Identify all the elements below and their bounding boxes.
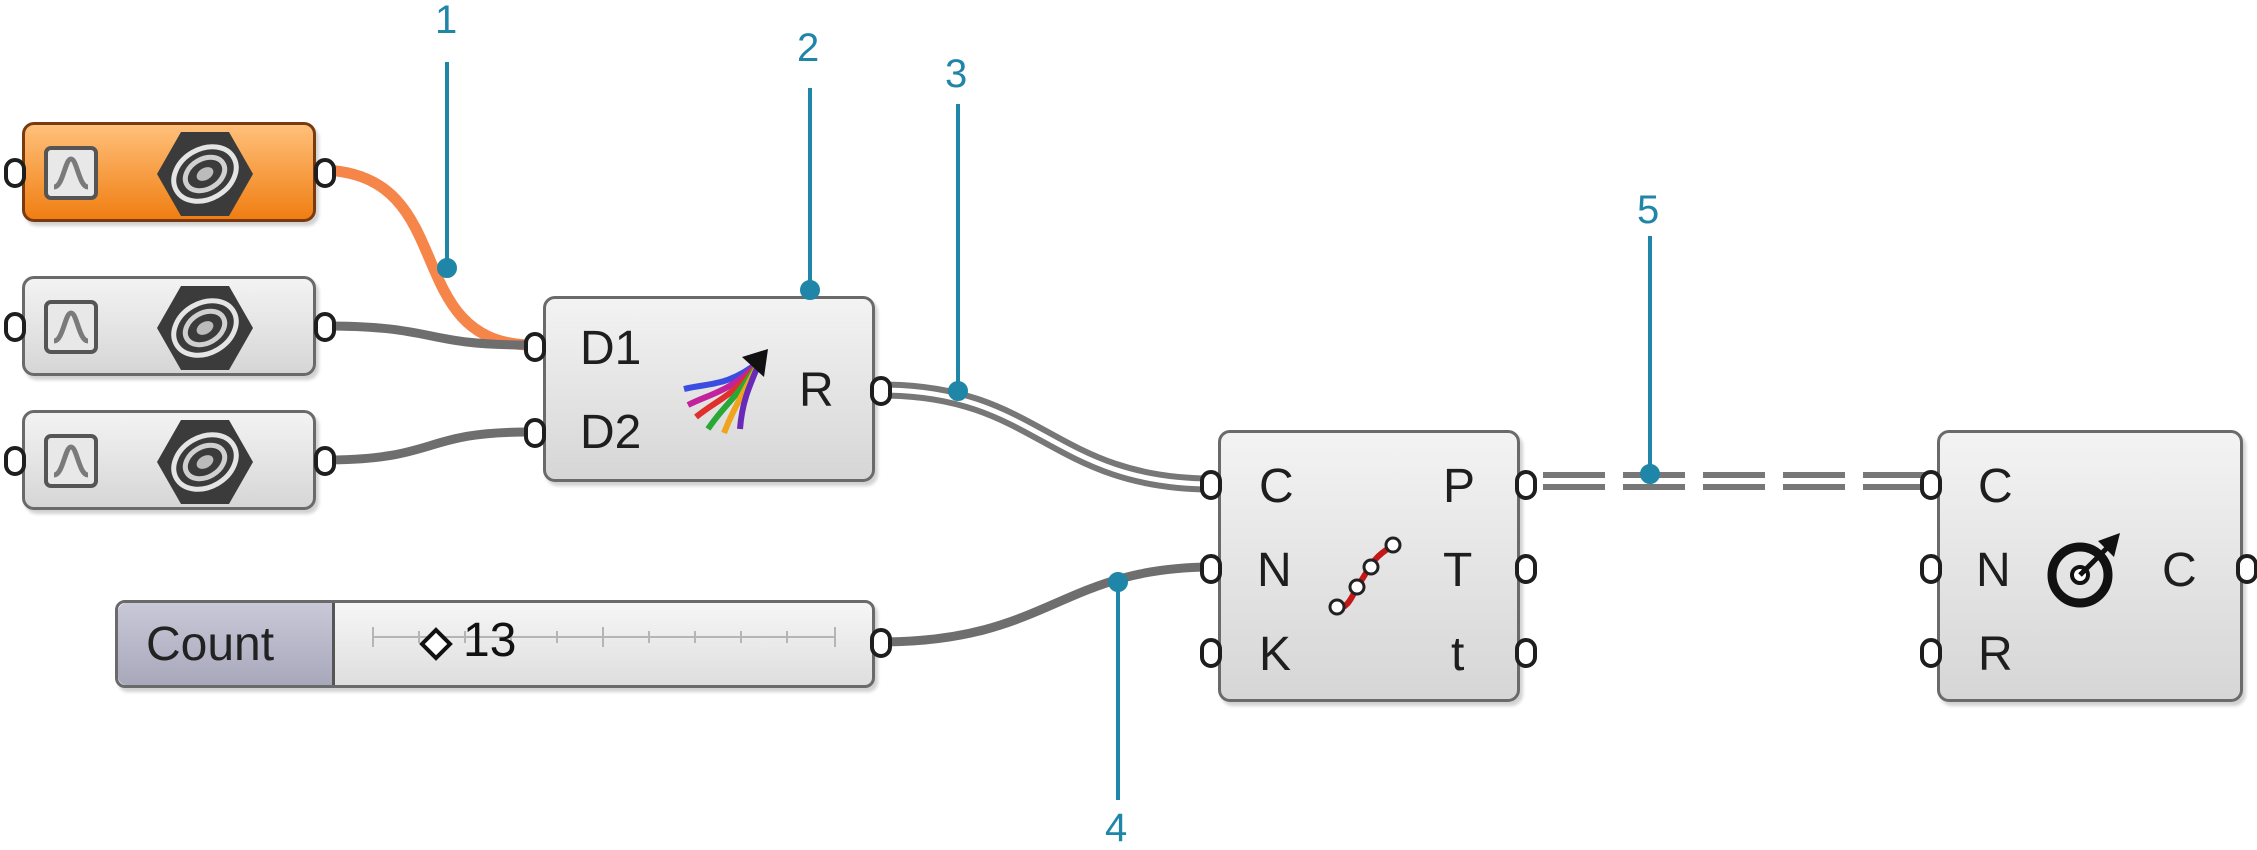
graph1-output-grip[interactable] xyxy=(314,158,336,188)
callout-2: 2 xyxy=(797,26,820,70)
wire-graph2-weave[interactable] xyxy=(323,321,529,350)
circle-n-grip[interactable] xyxy=(1920,554,1942,584)
circle-r-grip[interactable] xyxy=(1920,638,1942,668)
divide-p-grip[interactable] xyxy=(1515,470,1537,500)
graph-source-2[interactable] xyxy=(22,276,316,376)
divide-input-k: K xyxy=(1259,628,1292,681)
weave-d2-grip[interactable] xyxy=(524,418,546,448)
graph2-output-grip[interactable] xyxy=(314,312,336,342)
diamond-icon[interactable] xyxy=(419,627,453,666)
divide-k-grip[interactable] xyxy=(1200,638,1222,668)
circle-cnr-component[interactable]: C N R C xyxy=(1937,430,2243,702)
divide-input-n: N xyxy=(1257,544,1292,597)
divide-t-lower-grip[interactable] xyxy=(1515,638,1537,668)
graph-mapper-icon xyxy=(43,145,99,206)
graph3-input-grip[interactable] xyxy=(4,446,26,476)
weave-input-d2: D2 xyxy=(580,406,642,459)
circle-output-grip[interactable] xyxy=(2236,554,2257,584)
divide-c-grip[interactable] xyxy=(1200,470,1222,500)
circle-c-grip[interactable] xyxy=(1920,470,1942,500)
slider-ticks xyxy=(372,627,836,647)
slider-label: Count xyxy=(146,618,275,671)
graph-mapper-icon xyxy=(43,299,99,360)
graph3-output-grip[interactable] xyxy=(314,446,336,476)
circle-input-n: N xyxy=(1976,544,2011,597)
weave-d1-grip[interactable] xyxy=(524,332,546,362)
slider-label-area: Count xyxy=(118,603,335,685)
divide-output-t-lower: t xyxy=(1451,628,1465,681)
slider-output-grip[interactable] xyxy=(870,628,892,658)
callout-3: 3 xyxy=(945,52,968,96)
circle-input-c: C xyxy=(1978,460,2013,513)
weave-arrows-icon xyxy=(678,343,774,444)
wire-slider-divide[interactable] xyxy=(879,562,1214,647)
divide-n-grip[interactable] xyxy=(1200,554,1222,584)
callout-4: 4 xyxy=(1105,806,1128,850)
divide-input-c: C xyxy=(1259,460,1294,513)
circle-input-r: R xyxy=(1978,628,2013,681)
divide-t-upper-grip[interactable] xyxy=(1515,554,1537,584)
circle-output-c: C xyxy=(2162,544,2197,597)
circle-cnr-icon xyxy=(2044,529,2128,618)
slider-track-area[interactable]: 13 xyxy=(335,603,872,685)
callout-1: 1 xyxy=(435,0,458,42)
weave-r-grip[interactable] xyxy=(870,376,892,406)
wire-graph3-weave[interactable] xyxy=(323,427,529,465)
divide-output-p: P xyxy=(1443,460,1476,513)
divide-output-t-upper: T xyxy=(1443,544,1473,597)
hexagon-spiral-icon xyxy=(155,128,255,225)
graph-source-1[interactable] xyxy=(22,122,316,222)
graph2-input-grip[interactable] xyxy=(4,312,26,342)
wire-selected[interactable] xyxy=(323,164,529,351)
graph-source-3[interactable] xyxy=(22,410,316,510)
weave-output-r: R xyxy=(799,364,834,417)
wire-weave-divide[interactable] xyxy=(881,381,1214,493)
slider-value: 13 xyxy=(463,614,517,667)
hexagon-spiral-icon xyxy=(155,416,255,513)
graph-mapper-icon xyxy=(43,433,99,494)
divide-curve-icon xyxy=(1325,529,1405,624)
weave-component[interactable]: D1 D2 R xyxy=(543,296,875,482)
graph1-input-grip[interactable] xyxy=(4,158,26,188)
weave-input-d1: D1 xyxy=(580,322,642,375)
hexagon-spiral-icon xyxy=(155,282,255,379)
callout-5: 5 xyxy=(1637,188,1660,232)
divide-curve-component[interactable]: C N K P T t xyxy=(1218,430,1520,702)
